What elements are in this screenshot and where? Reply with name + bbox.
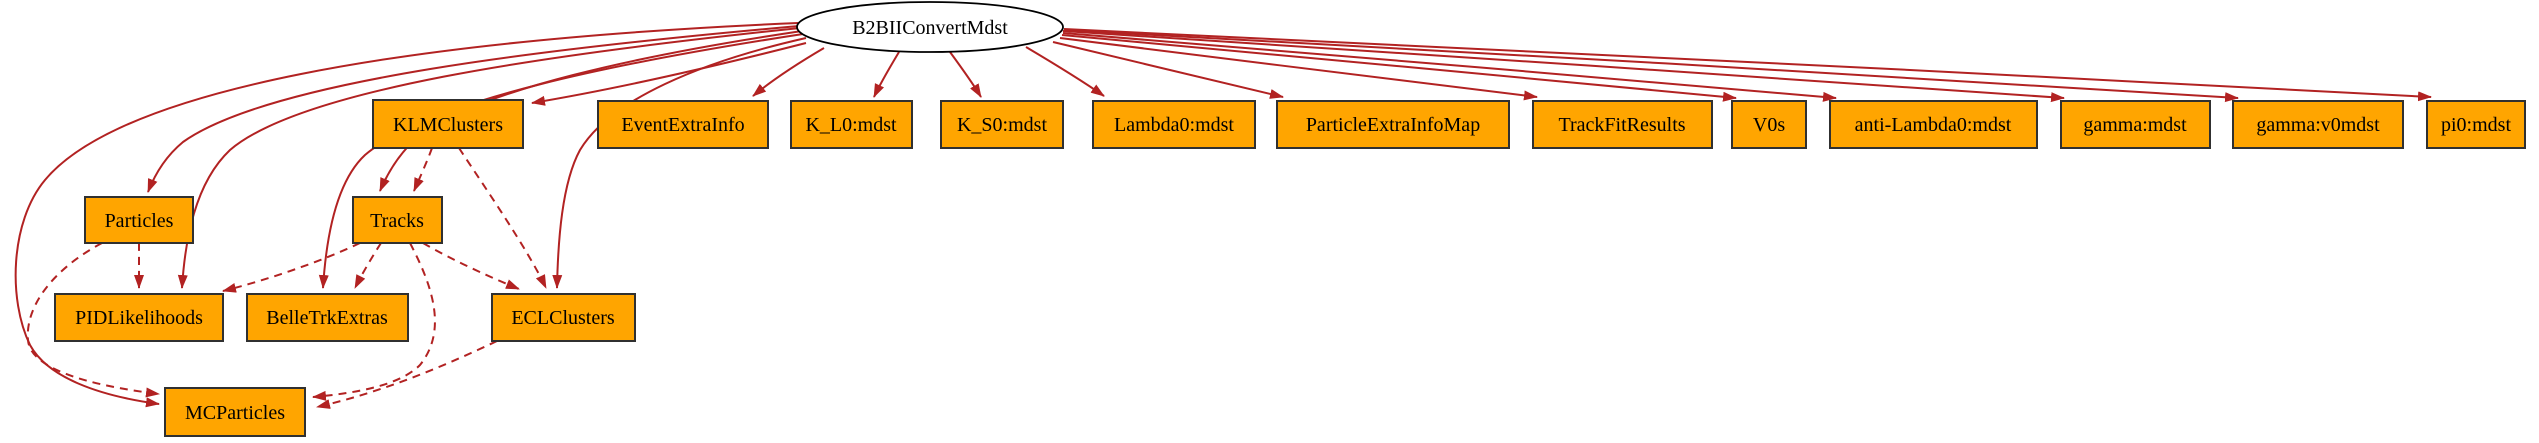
node-lambda0mdst: Lambda0:mdst [1092, 100, 1256, 149]
node-box [1731, 100, 1807, 149]
edge-tracks-belletrkextras [354, 242, 382, 289]
node-box [1276, 100, 1510, 149]
edge-root-pi0mdst [1063, 28, 2432, 102]
edge-root-belletrkextras [318, 33, 804, 289]
node-box [2232, 100, 2404, 149]
node-label: Particles [105, 210, 174, 232]
node-particleextrainfomap: ParticleExtraInfoMap [1276, 100, 1510, 149]
node-antilambda0mdst: anti-Lambda0:mdst [1829, 100, 2038, 149]
node-label: MCParticles [185, 402, 285, 424]
edge-root-gammav0mdst [1063, 29, 2239, 103]
node-label: PIDLikelihoods [75, 307, 203, 329]
node-particles: Particles [84, 196, 194, 244]
edge-root-antilambda0mdst [1062, 32, 1837, 102]
edge-klmclusters-eclclusters [458, 147, 547, 289]
edge-root-klmclusters [531, 42, 807, 106]
edge-root-gammamdst [1062, 30, 2065, 103]
node-box [372, 99, 524, 149]
edge-root-mcparticles [14, 22, 799, 408]
node-box [1532, 100, 1713, 149]
node-label: ParticleExtraInfoMap [1306, 114, 1480, 136]
node-b2biiconvertmdst: B2BIIConvertMdst [796, 1, 1064, 53]
node-pi0mdst: pi0:mdst [2426, 100, 2526, 149]
edge-root-lambda0mdst [1025, 46, 1105, 97]
node-gammamdst: gamma:mdst [2060, 100, 2211, 149]
node-label: TrackFitResults [1558, 114, 1685, 136]
node-box [940, 100, 1064, 149]
edge-root-eclclusters [552, 37, 807, 289]
node-label: K_L0:mdst [805, 114, 897, 136]
node-v0s: V0s [1731, 100, 1807, 149]
edge-tracks-eclclusters [422, 242, 520, 290]
root-label: B2BIIConvertMdst [852, 17, 1008, 39]
node-label: ECLClusters [511, 307, 615, 329]
node-label: K_S0:mdst [957, 114, 1047, 136]
edge-klmclusters-tracks [413, 147, 433, 192]
edge-eclclusters-mcparticles [316, 340, 498, 409]
node-box [246, 293, 409, 342]
edge-root-eventextrainfo [752, 47, 825, 97]
node-kl0mdst: K_L0:mdst [790, 100, 913, 149]
node-label: BelleTrkExtras [266, 307, 388, 329]
node-klmclusters: KLMClusters [372, 99, 524, 149]
node-box [352, 196, 443, 244]
node-label: V0s [1753, 114, 1785, 136]
edge-root-kl0mdst [873, 51, 900, 98]
node-gammav0mdst: gamma:v0mdst [2232, 100, 2404, 149]
node-mcparticles: MCParticles [164, 387, 306, 437]
node-box [2060, 100, 2211, 149]
node-box [54, 293, 224, 342]
node-label: anti-Lambda0:mdst [1855, 114, 2012, 136]
node-label: Tracks [370, 210, 424, 232]
node-eventextrainfo: EventExtraInfo [597, 100, 769, 149]
node-box [1092, 100, 1256, 149]
node-box [597, 100, 769, 149]
node-ks0mdst: K_S0:mdst [940, 100, 1064, 149]
edge-tracks-pidlikelihoods [222, 242, 361, 293]
node-box [2426, 100, 2526, 149]
node-label: EventExtraInfo [621, 114, 744, 136]
node-label: Lambda0:mdst [1114, 114, 1234, 136]
node-box [84, 196, 194, 244]
edge-root-v0s [1061, 34, 1737, 102]
edge-root-trackfitresults [1059, 37, 1538, 101]
root-ellipse-shape [796, 1, 1064, 53]
node-belletrkextras: BelleTrkExtras [246, 293, 409, 342]
node-tracks: Tracks [352, 196, 443, 244]
node-box [1829, 100, 2038, 149]
node-box [491, 293, 636, 342]
edge-root-ks0mdst [949, 51, 982, 98]
node-eclclusters: ECLClusters [491, 293, 636, 342]
node-box [164, 387, 306, 437]
node-label: gamma:mdst [2083, 114, 2187, 136]
edge-particles-mcparticles [26, 242, 160, 398]
node-label: KLMClusters [393, 114, 503, 136]
node-label: pi0:mdst [2441, 114, 2511, 136]
edge-group-dashed [26, 147, 547, 409]
edge-root-particles [147, 25, 800, 193]
node-label: gamma:v0mdst [2256, 114, 2380, 136]
edge-tracks-mcparticles [312, 242, 436, 401]
edge-root-particleextrainfomap [1052, 41, 1284, 99]
node-pidlikelihoods: PIDLikelihoods [54, 293, 224, 342]
node-box [790, 100, 913, 149]
node-trackfitresults: TrackFitResults [1532, 100, 1713, 149]
